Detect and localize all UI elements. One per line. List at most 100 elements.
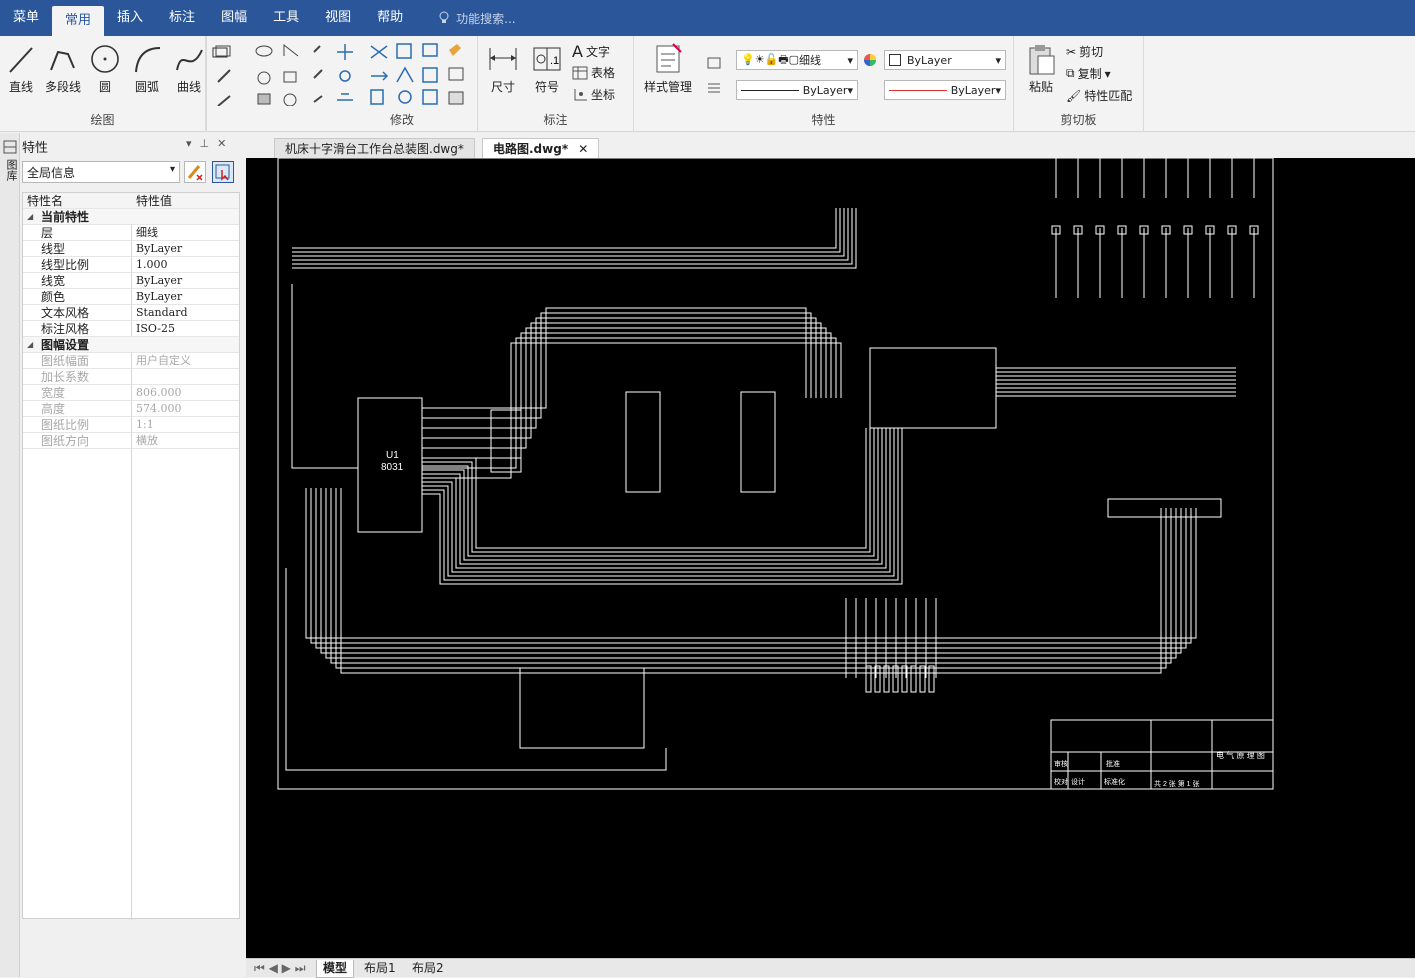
property-value: ByLayer — [136, 274, 183, 287]
bulb-icon: 💡☀🔓🖶▢ — [741, 52, 800, 66]
rectangle-tool[interactable] — [212, 44, 228, 60]
object-filter-select[interactable]: 全局信息▾ — [22, 161, 180, 183]
coordinate-icon — [574, 88, 587, 100]
polyline-icon — [50, 50, 75, 71]
arc-button[interactable]: 圆弧 — [130, 42, 164, 95]
menu-tab-home[interactable]: 常用 — [52, 6, 105, 36]
tb-design: 设计 — [1071, 777, 1085, 786]
select-objects-button[interactable] — [212, 161, 234, 183]
property-name: 图纸比例 — [41, 418, 90, 432]
layout-tab-1[interactable]: 布局1 — [364, 961, 396, 975]
menu-tab-view[interactable]: 视图 — [325, 10, 352, 25]
property-name: 颜色 — [41, 290, 66, 304]
group-modify: 修改 — [327, 36, 478, 132]
paste-button[interactable]: 粘贴 — [1022, 42, 1060, 95]
property-name: 线型比例 — [41, 258, 90, 272]
layout-nav-arrows[interactable]: ⏮ ◀ ▶ ⏭ — [254, 961, 306, 975]
feature-search[interactable]: 功能搜索... — [438, 10, 516, 27]
property-value: ByLayer — [136, 242, 183, 255]
property-value: 574.000 — [136, 402, 182, 415]
circle-icon — [91, 45, 119, 73]
pin-icon[interactable]: ⊥ — [199, 137, 218, 150]
color-select[interactable]: ByLayer▾ — [884, 50, 1006, 70]
menu-tab-help[interactable]: 帮助 — [377, 10, 404, 25]
property-value: Standard — [136, 306, 188, 319]
layout-tab-model[interactable]: 模型 — [316, 960, 355, 978]
arc-icon — [135, 47, 161, 73]
group-draw-label: 绘图 — [90, 113, 115, 127]
lightbulb-icon — [439, 11, 449, 23]
property-row[interactable]: 图幅设置◢ — [23, 337, 239, 353]
coordinate-button[interactable]: 坐标 — [572, 86, 615, 103]
polyline-button[interactable]: 多段线 — [42, 42, 84, 95]
property-name: 当前特性 — [41, 210, 90, 224]
menu-tab-tools[interactable]: 工具 — [273, 10, 300, 25]
symbol-button[interactable]: .1 符号 — [528, 42, 566, 95]
chip-model: 8031 — [381, 462, 404, 473]
property-name: 图纸幅面 — [41, 354, 90, 368]
copy-button[interactable]: ⧉复制▾ — [1066, 66, 1111, 81]
property-name: 加长系数 — [41, 370, 90, 384]
tab-close-icon[interactable]: ✕ — [578, 142, 589, 156]
quick-select-button[interactable] — [184, 161, 206, 183]
cut-button[interactable]: ✂剪切 — [1066, 44, 1104, 60]
menu-tab-insert[interactable]: 插入 — [117, 10, 144, 25]
color-wheel-icon[interactable] — [862, 52, 878, 68]
circle-button[interactable]: 圆 — [88, 42, 122, 95]
dimension-button[interactable]: 尺寸 — [484, 42, 522, 95]
search-placeholder: 功能搜索... — [456, 11, 516, 26]
match-properties-button[interactable]: 🖌特性匹配 — [1066, 88, 1133, 104]
doc-tab-circuit[interactable]: 电路图.dwg* ✕ — [482, 138, 600, 158]
menu-tab-annotate[interactable]: 标注 — [169, 10, 196, 25]
property-row[interactable]: 线宽 ByLayer — [23, 273, 239, 289]
table-button[interactable]: 表格 — [572, 64, 615, 81]
chip-u1 — [357, 397, 423, 533]
curve-button[interactable]: 曲线 — [172, 42, 206, 95]
line-button[interactable]: 直线 — [4, 42, 38, 95]
paste-icon — [1029, 45, 1055, 75]
menu-tab-frame[interactable]: 图幅 — [221, 10, 248, 25]
lineweight-select[interactable]: ByLayer▾ — [884, 80, 1006, 100]
property-row[interactable]: 当前特性 ◢ — [23, 209, 239, 225]
menu-tab-menu[interactable]: 菜单 — [13, 10, 40, 25]
layer-select[interactable]: 💡☀🔓🖶▢ 细线▾ — [736, 50, 858, 70]
property-row[interactable]: 层细线 — [23, 225, 239, 241]
layer-tools-icon[interactable] — [704, 54, 734, 94]
close-icon[interactable]: ✕ — [217, 137, 235, 150]
property-row[interactable]: 图纸方向横放 — [23, 433, 239, 449]
color-swatch-icon — [889, 54, 901, 66]
collapse-icon[interactable]: ◢ — [27, 212, 34, 221]
property-value: 细线 — [136, 226, 158, 239]
layout-tab-2[interactable]: 布局2 — [412, 961, 444, 975]
modify-tools-icon[interactable] — [335, 42, 471, 106]
property-name: 图纸方向 — [41, 434, 90, 448]
linetype-select[interactable]: ByLayer▾ — [736, 80, 858, 100]
property-row[interactable]: 加长系数 — [23, 369, 239, 385]
style-manager-icon — [656, 43, 682, 73]
document-tabs: 机床十字滑台工作台总装图.dwg* 电路图.dwg* ✕ — [246, 136, 1415, 158]
property-value: 806.000 — [136, 386, 182, 399]
panel-controls[interactable]: ▾⊥✕ — [186, 137, 234, 150]
property-value: ISO-25 — [136, 322, 176, 335]
drawing-canvas[interactable]: U1 8031 电 气 原 理 图 审核 批准 校对 设计 标准化 共 2 张 … — [246, 158, 1415, 958]
style-manager-button[interactable]: 样式管理 — [640, 42, 696, 95]
property-row[interactable]: 图纸幅面 用户自定义 — [23, 353, 239, 369]
doc-tab-assembly[interactable]: 机床十字滑台工作台总装图.dwg* — [274, 138, 475, 158]
dimension-icon — [489, 48, 517, 70]
library-strip[interactable]: 图库 — [0, 133, 20, 977]
collapse-icon[interactable]: ◢ — [27, 340, 34, 349]
property-value: 用户自定义 — [136, 354, 191, 367]
dropdown-icon[interactable]: ▾ — [186, 137, 200, 150]
library-icon — [3, 140, 17, 154]
circuit-traces — [285, 158, 1259, 771]
property-name: 线宽 — [41, 274, 66, 288]
